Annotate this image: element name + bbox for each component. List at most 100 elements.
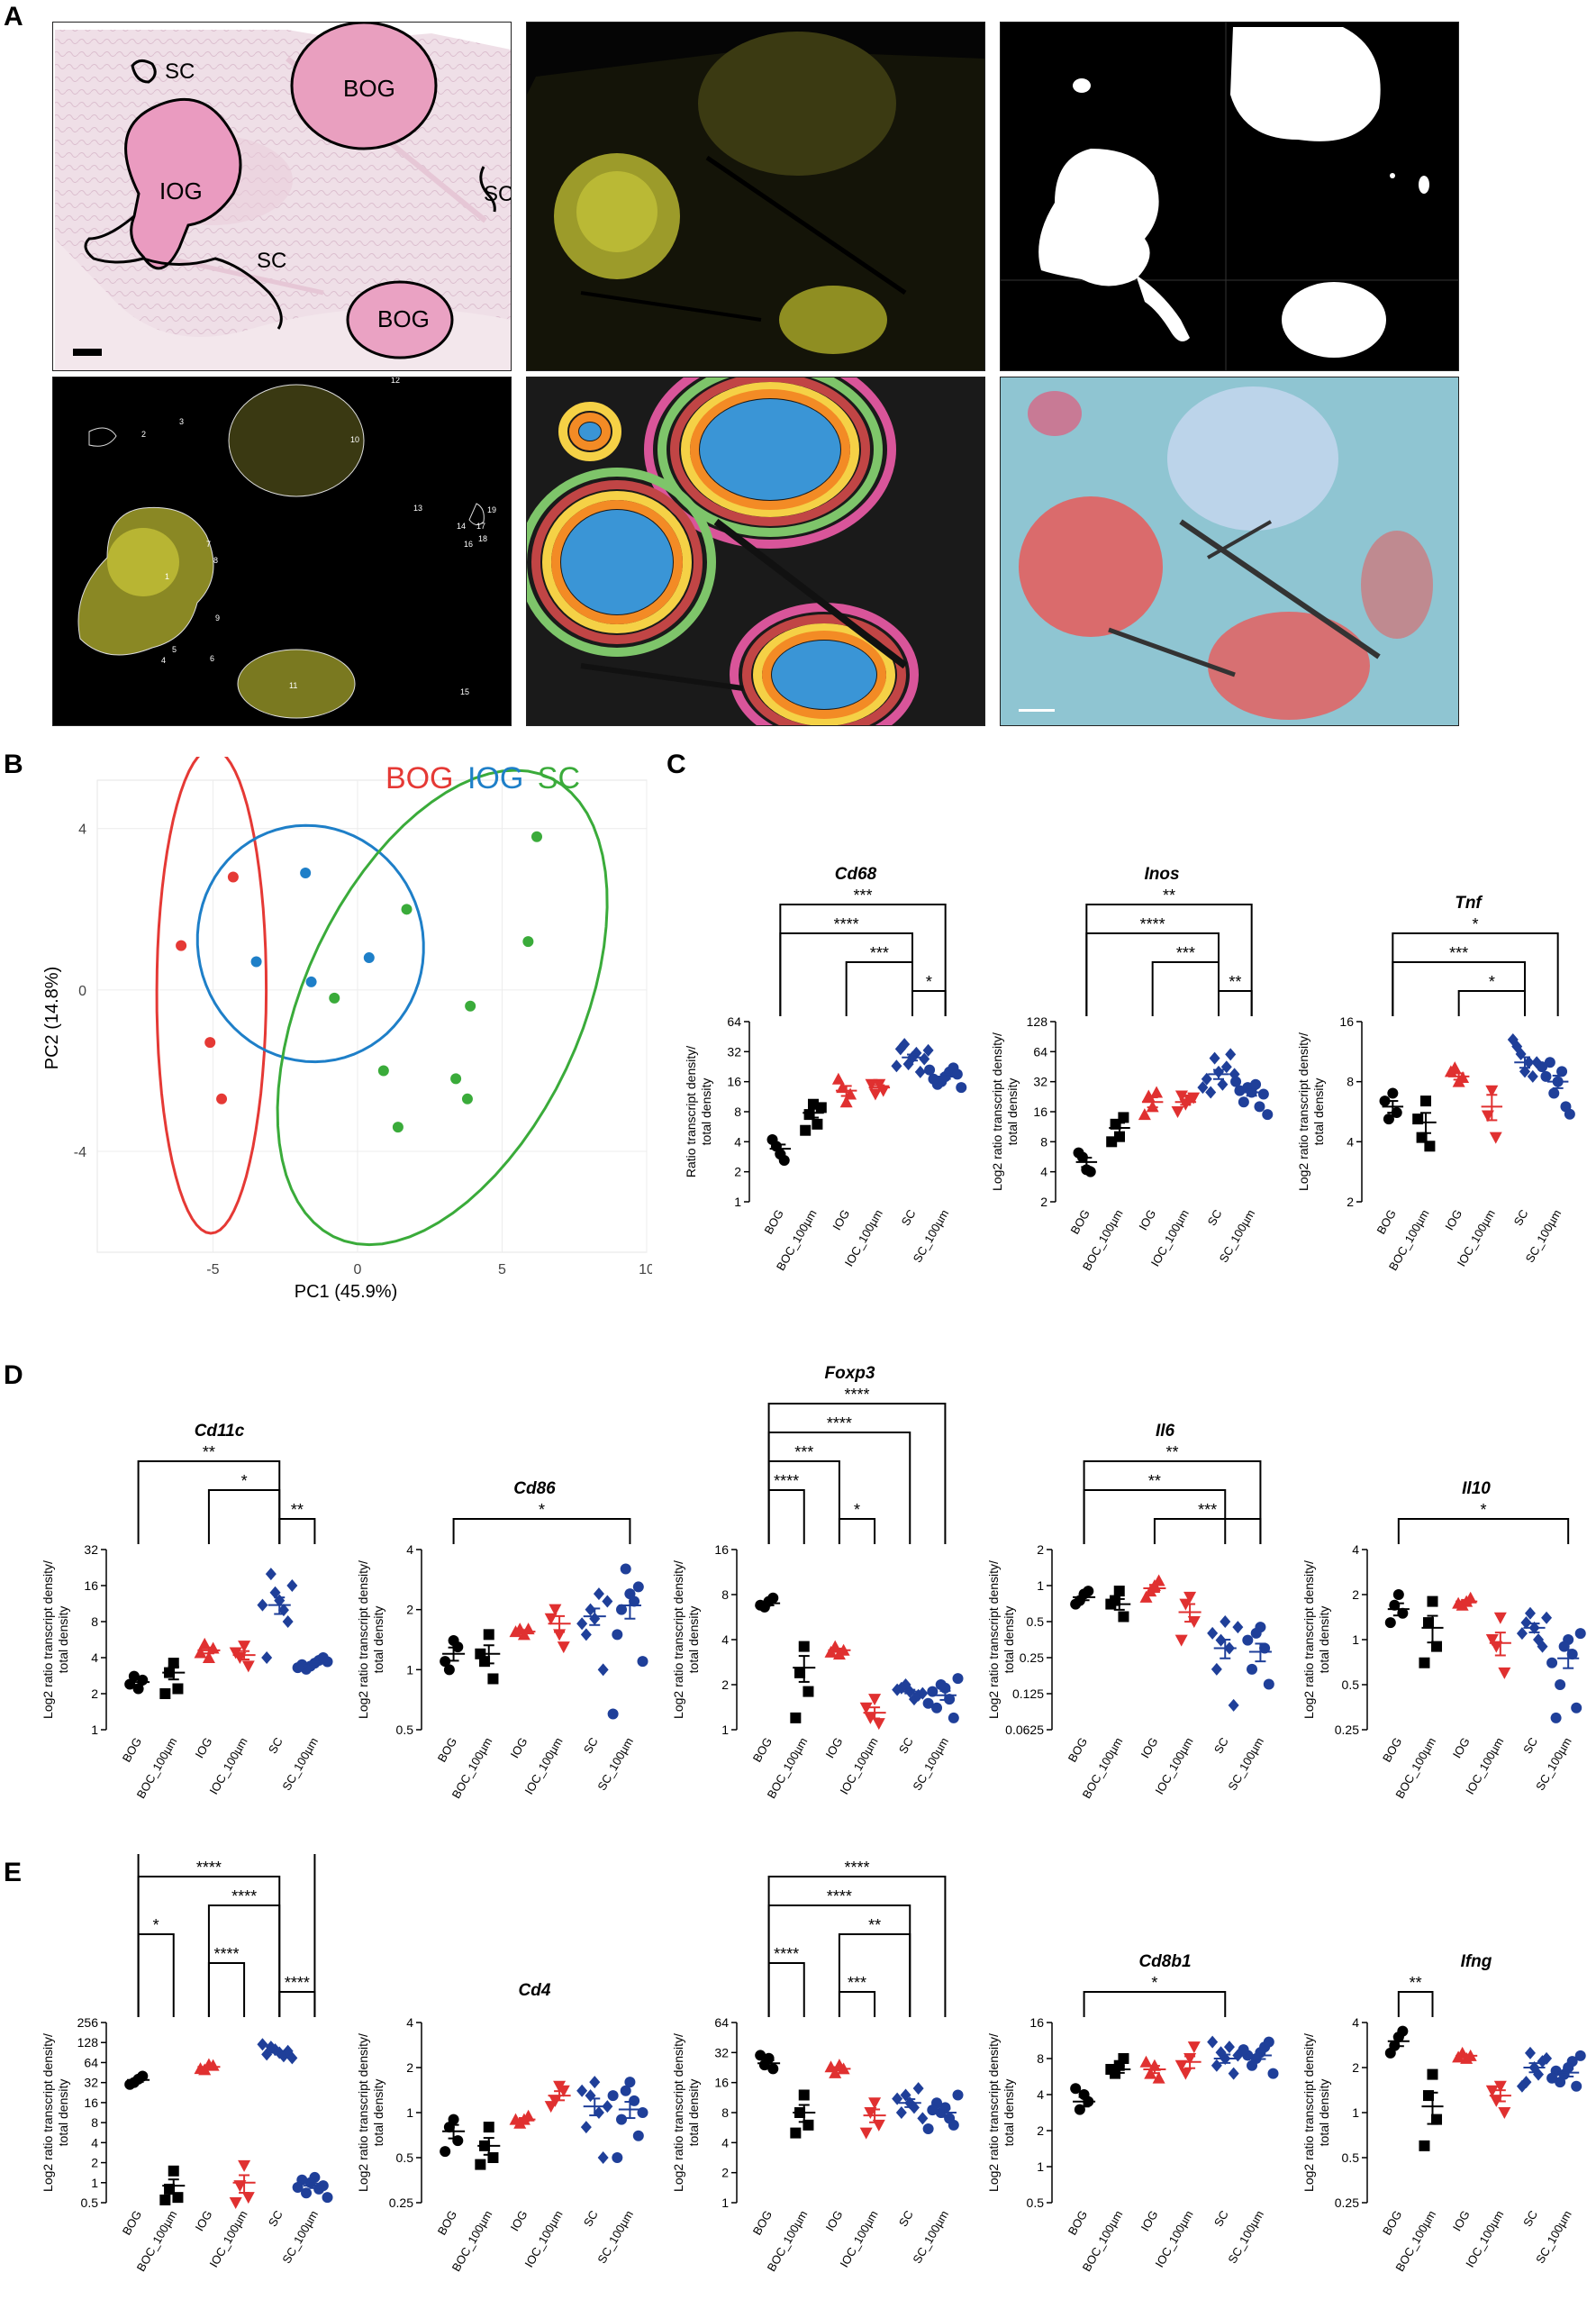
foxp3-group-0 xyxy=(755,1592,781,1613)
foxp3-point xyxy=(790,1712,802,1723)
cd11c-point xyxy=(286,1579,298,1592)
cd8a-significance-bracket: *** xyxy=(838,1974,876,2017)
il10-group-4 xyxy=(1516,1606,1553,1653)
roi-label-17: 17 xyxy=(476,522,485,531)
ifng-x-tick: BOG xyxy=(1380,2208,1404,2238)
pca-y-label: PC2 (14.8%) xyxy=(42,967,62,1070)
roi-label-8: 8 xyxy=(213,556,218,565)
cd68-point xyxy=(911,1046,922,1059)
tcrb-x-tick: SC_100µm xyxy=(279,2208,321,2266)
cd8b1-point xyxy=(1267,2068,1279,2079)
pca-point-sc xyxy=(531,831,542,842)
tcrb-group-3 xyxy=(229,2159,256,2209)
histology-label-sc-3: SC xyxy=(257,249,286,273)
cd8a-group-1 xyxy=(790,2089,816,2139)
mask-image xyxy=(1000,22,1459,371)
cd68-point xyxy=(800,1124,812,1136)
il10-group-2 xyxy=(1452,1591,1478,1611)
roi-label-2: 2 xyxy=(141,430,146,439)
foxp3-bracket-label: *** xyxy=(794,1443,813,1461)
cd86-point xyxy=(629,1595,640,1607)
il6-group-1 xyxy=(1105,1586,1131,1623)
tnf-bracket-label: * xyxy=(1489,973,1495,991)
tnf-group-1 xyxy=(1412,1095,1437,1152)
ifng-point xyxy=(1493,2080,1507,2093)
tcrb-bracket-line xyxy=(137,1933,175,2017)
il10-point xyxy=(1566,1649,1578,1660)
cd11c-x-tick: IOG xyxy=(193,1735,215,1760)
cd4-point xyxy=(607,2090,619,2102)
tnf-y-label: Log2 ratio transcript density/total dens… xyxy=(1296,1032,1326,1191)
il6-x-tick: BOG xyxy=(1066,1735,1090,1765)
tcrb-y-tick: 64 xyxy=(84,2055,98,2069)
cd8b1-point xyxy=(1174,2059,1188,2072)
cd68-bracket-line xyxy=(911,990,947,1016)
tcrb-bracket-label: **** xyxy=(285,1974,310,1992)
il6-x-tick: SC xyxy=(1211,1735,1231,1756)
il10-point xyxy=(1516,1627,1528,1641)
foxp3-y-tick: 8 xyxy=(721,1587,729,1602)
il6-point xyxy=(1263,1678,1274,1690)
inos-group-0 xyxy=(1073,1147,1098,1177)
pca-point-bog xyxy=(176,940,187,951)
cd11c-y-tick: 32 xyxy=(84,1542,98,1557)
cd8a-bracket-label: **** xyxy=(844,1859,869,1877)
tcrb-point xyxy=(282,2044,294,2058)
tcrb-y-tick: 8 xyxy=(91,2115,98,2130)
cd8a-point xyxy=(900,2088,911,2102)
cd4-group-0 xyxy=(440,2114,466,2158)
pca-x-tick: 10 xyxy=(639,1262,652,1277)
tnf-bracket-label: * xyxy=(1472,915,1478,933)
il10-y-tick: 1 xyxy=(1352,1632,1359,1647)
cd11c-point xyxy=(322,1656,333,1668)
cd11c-point xyxy=(202,1651,215,1663)
tnf-point xyxy=(1387,1087,1399,1099)
cd68-point xyxy=(919,1052,930,1066)
pca-point-iog xyxy=(363,952,375,964)
ifng-point xyxy=(1485,2085,1499,2097)
cd4-y-tick: 1 xyxy=(406,2105,413,2120)
il10-bracket-line xyxy=(1397,1518,1570,1544)
ifng-point xyxy=(1571,2080,1582,2092)
inos-bracket-label: *** xyxy=(1176,944,1195,962)
cd68-y-tick: 64 xyxy=(727,1014,741,1029)
foxp3-point xyxy=(794,1667,806,1678)
il6-y-label: Log2 ratio transcript density/total dens… xyxy=(986,1560,1016,1719)
tnf-x-tick: BOG xyxy=(1374,1207,1398,1237)
cd4-y-tick: 4 xyxy=(406,2015,413,2030)
ifng-point xyxy=(1431,2114,1443,2125)
cd8b1-point xyxy=(1207,2035,1219,2049)
cd11c-bracket-label: * xyxy=(241,1472,248,1490)
inos-point xyxy=(1106,1136,1118,1148)
tnf-y-label-line2: total density xyxy=(1311,1078,1326,1146)
tcrb-significance-bracket: **** xyxy=(207,1887,281,2017)
il10-point xyxy=(1422,1617,1434,1629)
cd86-point xyxy=(602,1595,613,1608)
cd4-y-tick: 0.5 xyxy=(396,2150,414,2165)
cd8a-x-tick: BOG xyxy=(750,2208,775,2238)
tcrb-x-tick: BOG xyxy=(120,2208,144,2238)
cd4-point xyxy=(585,2089,596,2103)
cd11c-group-1 xyxy=(159,1658,186,1699)
roi-label-10: 10 xyxy=(350,435,359,444)
ifng-point xyxy=(1498,2107,1511,2119)
cd86-point xyxy=(620,1563,631,1575)
inos-group-4 xyxy=(1197,1048,1240,1099)
tcrb-group-5 xyxy=(292,2171,333,2204)
il10-y-tick: 0.25 xyxy=(1335,1723,1359,1737)
inos-bracket-label: ** xyxy=(1229,973,1241,991)
il10-point xyxy=(1533,1633,1545,1646)
tcrb-point xyxy=(241,2192,255,2204)
cd86-y-tick: 4 xyxy=(406,1542,413,1557)
cd8a-point xyxy=(927,2104,939,2116)
cd4-group-5 xyxy=(607,2077,648,2163)
il6-group-5 xyxy=(1242,1622,1274,1690)
tnf-point xyxy=(1420,1095,1431,1107)
inos-point xyxy=(1084,1166,1096,1177)
cd11c-y-label: Log2 ratio transcript density/total dens… xyxy=(41,1560,70,1719)
cd8b1-group-4 xyxy=(1207,2035,1244,2080)
tnf-point xyxy=(1527,1069,1538,1083)
tnf-significance-bracket: *** xyxy=(1392,944,1526,1016)
